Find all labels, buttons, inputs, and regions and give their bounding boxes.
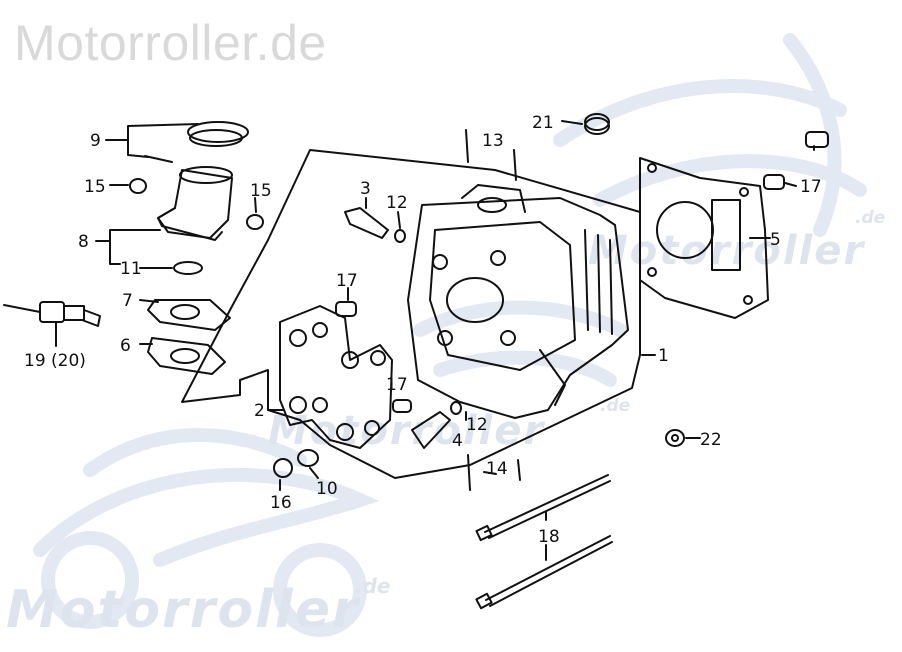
brand-watermark-bottom: Motorroller [6, 580, 360, 640]
callout-12a: 12 [386, 193, 408, 213]
callout-9: 9 [90, 131, 101, 151]
adjust-screw-upper [344, 207, 389, 239]
site-watermark-title: Motorroller.de [14, 15, 327, 71]
brand-watermark-bottom-suffix: .de [355, 574, 391, 598]
brand-watermark-right-suffix: .de [855, 208, 886, 228]
callout-16: 16 [270, 493, 292, 513]
nut-15a [129, 178, 147, 194]
o-ring [173, 261, 203, 275]
callout-7: 7 [122, 291, 133, 311]
callout-18: 18 [538, 527, 560, 547]
callout-8: 8 [78, 232, 89, 252]
insulator-gasket [147, 299, 231, 331]
callout-3: 3 [360, 179, 371, 199]
callout-5: 5 [770, 230, 781, 250]
callout-17c: 17 [800, 177, 822, 197]
brand-watermark-mid-suffix: .de [600, 396, 631, 416]
callout-19-20: 19 (20) [24, 351, 86, 371]
callout-10: 10 [316, 479, 338, 499]
washer-10 [297, 449, 319, 467]
cap-nut-21 [584, 117, 610, 135]
callout-2: 2 [254, 401, 265, 421]
insulator-spacer [147, 337, 226, 375]
adjust-screw-lower [411, 411, 451, 449]
nut-16 [273, 458, 293, 478]
rocker-arm-holder [279, 305, 393, 449]
nut-22 [665, 429, 685, 447]
callout-11: 11 [120, 259, 142, 279]
callout-17b: 17 [386, 375, 408, 395]
intake-manifold [157, 121, 249, 241]
brand-watermark-right: Motorroller [588, 228, 866, 274]
head-gasket [639, 157, 769, 319]
callout-22: 22 [700, 430, 722, 450]
callout-17a: 17 [336, 271, 358, 291]
cylinder-head [407, 184, 629, 419]
long-bolt-upper [475, 474, 611, 542]
nut-15b [246, 214, 264, 230]
long-bolt-lower [475, 535, 613, 610]
callout-4: 4 [452, 431, 463, 451]
spark-plug [3, 301, 101, 327]
callout-14: 14 [486, 459, 508, 479]
callout-12b: 12 [466, 415, 488, 435]
callout-1: 1 [658, 346, 669, 366]
callout-15b: 15 [250, 181, 272, 201]
callout-15a: 15 [84, 177, 106, 197]
callout-21: 21 [532, 113, 554, 133]
callout-13: 13 [482, 131, 504, 151]
callout-6: 6 [120, 336, 131, 356]
